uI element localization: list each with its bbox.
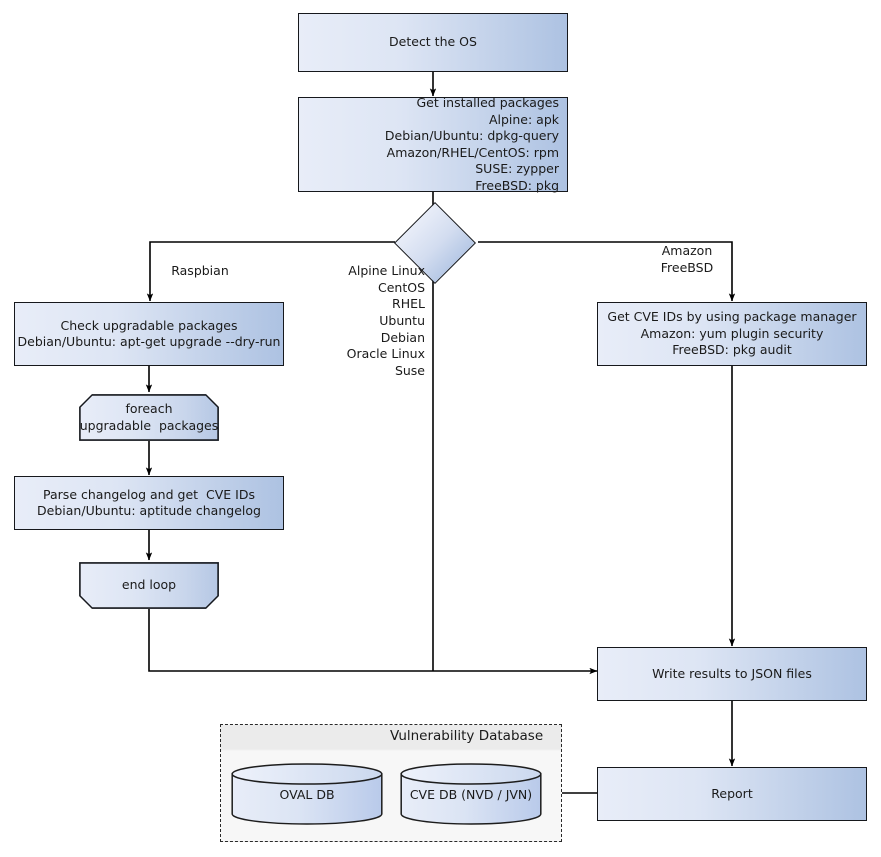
- node-check-upgradable-packages[interactable]: Check upgradable packages Debian/Ubuntu:…: [14, 302, 284, 366]
- edge-label-linux-distros: Alpine Linux CentOS RHEL Ubuntu Debian O…: [346, 263, 425, 378]
- node-cve-db-label: CVE DB (NVD / JVN): [409, 787, 533, 802]
- node-foreach-loop-start-label: foreach upgradable packages: [79, 401, 219, 433]
- node-parse-changelog[interactable]: Parse changelog and get CVE IDs Debian/U…: [14, 476, 284, 530]
- node-cve-db[interactable]: [400, 763, 542, 825]
- node-check-upgradable-packages-label: Check upgradable packages Debian/Ubuntu:…: [17, 317, 281, 350]
- node-detect-the-os[interactable]: Detect the OS: [298, 13, 568, 72]
- node-write-results-to-json[interactable]: Write results to JSON files: [597, 647, 867, 701]
- node-report-label: Report: [711, 785, 753, 801]
- edge-label-amazon-freebsd: Amazon FreeBSD: [660, 243, 714, 275]
- node-end-loop-label: end loop: [121, 577, 177, 593]
- node-get-installed-packages[interactable]: Get installed packages Alpine: apk Debia…: [298, 95, 568, 193]
- edge-endloop-to-write: [148, 609, 598, 675]
- node-report[interactable]: Report: [597, 767, 867, 821]
- node-get-cve-ids[interactable]: Get CVE IDs by using package manager Ama…: [597, 302, 867, 366]
- node-get-cve-ids-label: Get CVE IDs by using package manager Ama…: [607, 309, 857, 358]
- node-foreach-loop-start[interactable]: foreach upgradable packages: [79, 394, 219, 441]
- node-detect-the-os-label: Detect the OS: [389, 34, 477, 50]
- node-oval-db[interactable]: [231, 763, 383, 825]
- node-oval-db-label: OVAL DB: [279, 787, 335, 802]
- node-parse-changelog-label: Parse changelog and get CVE IDs Debian/U…: [37, 486, 261, 519]
- edge-label-raspbian: Raspbian: [171, 263, 229, 278]
- container-vulnerability-database-title: Vulnerability Database: [390, 728, 544, 744]
- node-end-loop[interactable]: end loop: [79, 562, 219, 609]
- node-write-results-to-json-label: Write results to JSON files: [652, 665, 812, 681]
- node-get-installed-packages-label: Get installed packages Alpine: apk Debia…: [384, 95, 559, 193]
